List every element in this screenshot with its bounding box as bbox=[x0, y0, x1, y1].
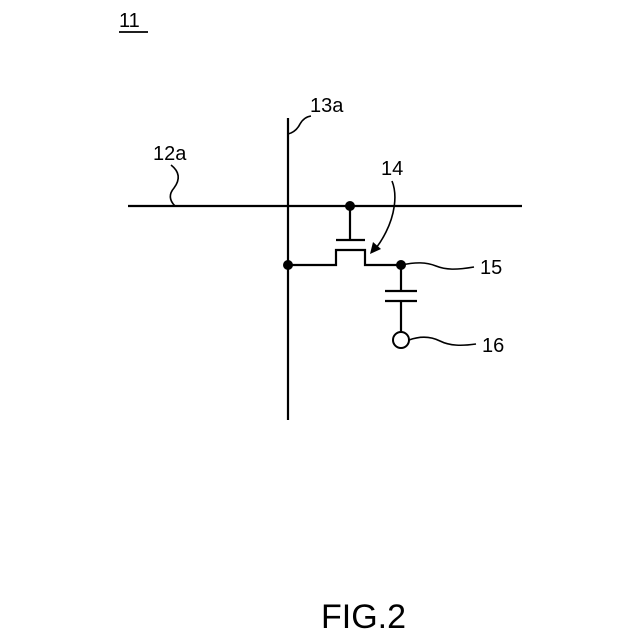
leader-signal-line bbox=[288, 116, 311, 134]
figure-caption: FIG.2 bbox=[321, 598, 406, 636]
junction-dot-signal bbox=[283, 260, 293, 270]
common-terminal bbox=[393, 332, 409, 348]
leader-pixel-electrode bbox=[401, 263, 474, 269]
label-transistor: 14 bbox=[381, 158, 403, 180]
label-common-terminal: 16 bbox=[482, 335, 504, 357]
figure-number: 11 bbox=[119, 10, 140, 32]
leader-transistor bbox=[374, 181, 395, 250]
transistor-channel bbox=[288, 250, 401, 265]
label-pixel-electrode: 15 bbox=[480, 257, 502, 279]
label-signal-line: 13a bbox=[310, 95, 344, 117]
leader-scan-line bbox=[170, 165, 178, 206]
junction-dot-gate bbox=[345, 201, 355, 211]
leader-common-terminal bbox=[409, 337, 476, 345]
label-scan-line: 12a bbox=[153, 143, 187, 165]
